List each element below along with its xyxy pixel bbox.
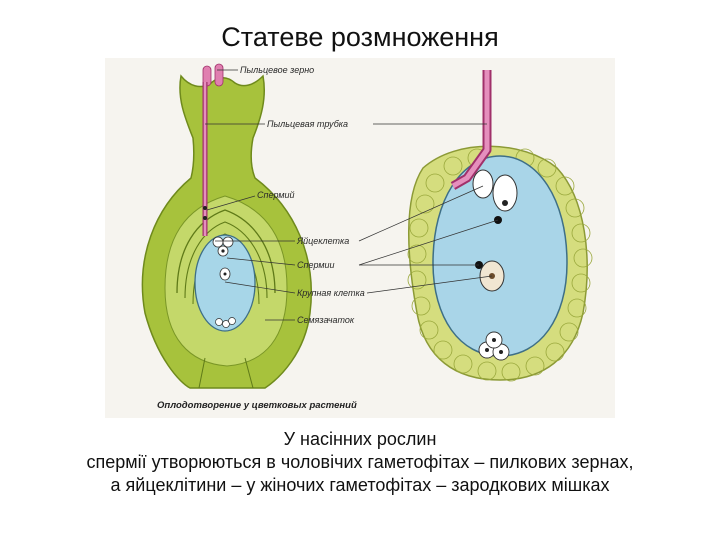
caption-line: спермії утворюються в чоловічих гаметофі…	[86, 452, 634, 472]
label-sperms: Спермии	[297, 260, 335, 270]
label-pollen-grain: Пыльцевое зерно	[240, 65, 314, 75]
label-large-cell: Крупная клетка	[297, 288, 365, 298]
slide-caption: У насінних рослин спермії утворюються в …	[0, 428, 720, 497]
fertilization-figure: Пыльцевое зерно Пыльцевая трубка Спермий…	[105, 58, 615, 418]
label-ovule: Семязачаток	[297, 315, 355, 325]
figure-caption: Оплодотворение у цветковых растений	[157, 400, 357, 411]
pistil-illustration	[141, 63, 312, 389]
leader-lines	[205, 69, 499, 321]
label-egg-cell: Яйцеклетка	[296, 236, 349, 246]
embryo-sac-illustration	[407, 70, 593, 382]
label-pollen-tube: Пыльцевая трубка	[267, 119, 348, 129]
caption-line: а яйцеклітини – у жіночих гаметофітах – …	[110, 475, 610, 495]
label-sperm: Спермий	[257, 190, 295, 200]
caption-line: У насінних рослин	[283, 429, 437, 449]
slide-title: Статеве розмноження	[221, 22, 499, 52]
